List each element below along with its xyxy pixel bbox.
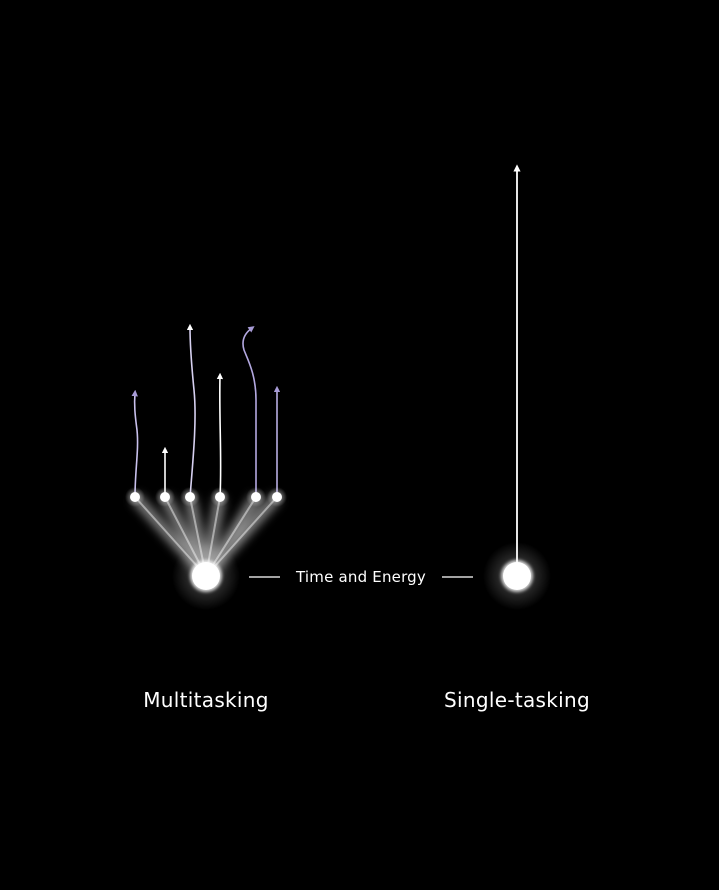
task-node-6	[272, 492, 282, 502]
single-tasking-group	[483, 164, 551, 610]
task-node-5	[251, 492, 261, 502]
task-arrow-1	[131, 389, 139, 498]
single-tasking-source-circle	[503, 562, 531, 590]
multitasking-label: Multitasking	[143, 688, 269, 712]
multitasking-source-node	[172, 542, 240, 610]
task-arrow-5	[242, 326, 257, 498]
time-and-energy-label: Time and Energy	[295, 568, 426, 586]
task-node-3	[185, 492, 195, 502]
task-arrow-3	[186, 323, 196, 498]
multitasking-arrows	[131, 323, 281, 498]
task-node-1	[130, 492, 140, 502]
task-node-2	[160, 492, 170, 502]
task-node-4	[215, 492, 225, 502]
single-tasking-label: Single-tasking	[444, 688, 590, 712]
task-arrow-4	[216, 372, 224, 498]
multitasking-source-circle	[192, 562, 220, 590]
multitasking-task-nodes	[125, 487, 287, 507]
